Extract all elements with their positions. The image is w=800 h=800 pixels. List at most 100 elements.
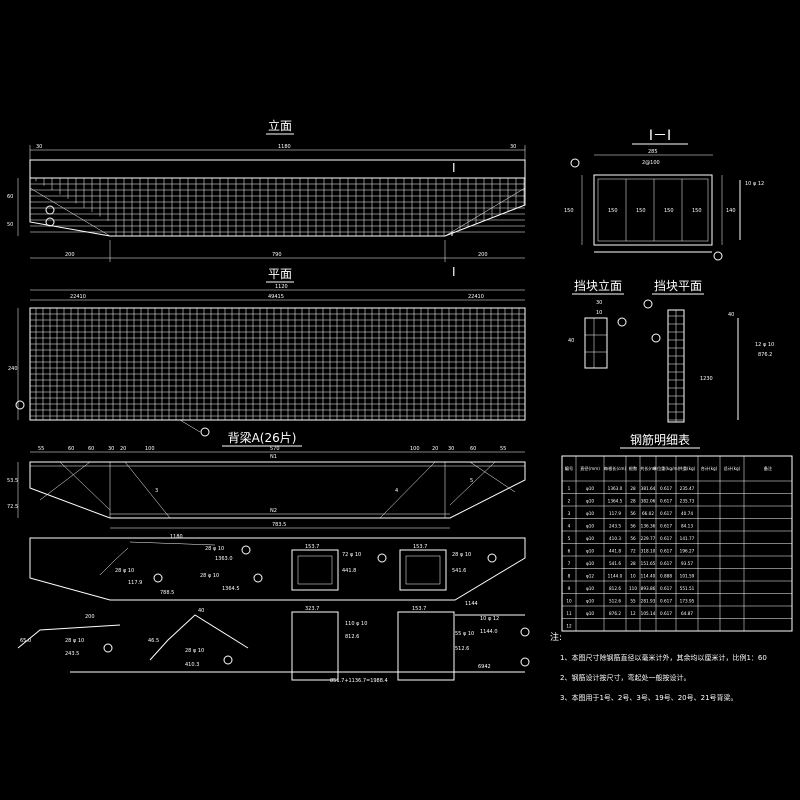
table-cell: 893.86	[641, 586, 656, 591]
box-d-len: 512.6	[455, 646, 469, 652]
table-cell: 381.64	[641, 486, 656, 491]
block-elev-d3: 40	[568, 338, 574, 344]
box-b-ref: 28 φ 10	[452, 552, 471, 558]
table-header: 每根长(cm)	[604, 465, 627, 472]
table-cell: 151.65	[641, 561, 656, 566]
block-elev-outline	[584, 317, 608, 369]
elevation-top-slab	[29, 159, 526, 179]
table-cell: 1144.0	[608, 574, 623, 579]
beam-left-h1: 53.5	[7, 478, 18, 484]
table-cell: 0.617	[660, 549, 672, 554]
table-cell: 0.617	[660, 486, 672, 491]
stirrup-box-c	[291, 611, 339, 681]
rebar-table: 钢筋明细表 编号直径(mm)每根长(cm)根数共长(m)单位重(kg/m)共重(…	[561, 432, 793, 632]
table-cell: 235.47	[680, 486, 695, 491]
bar4-dim1: 200	[85, 614, 95, 620]
beam-top-dim: 30	[448, 446, 454, 452]
table-cell: 0.888	[660, 574, 672, 579]
table-cell: 66.02	[642, 511, 654, 516]
stirrup-box-b	[399, 549, 447, 591]
beam-bar-4: 4	[395, 488, 398, 494]
table-body: 编号直径(mm)每根长(cm)根数共长(m)单位重(kg/m)共重(kg)合计(…	[561, 455, 793, 632]
section-cell-1: 150	[608, 208, 618, 214]
elev-bottom-right: 200	[478, 252, 488, 258]
table-cell: 0.617	[660, 586, 672, 591]
table-header: 合计(kg)	[701, 465, 718, 472]
beam-bar-n2: N2	[270, 508, 277, 514]
box-c-ref: 110 φ 10	[345, 621, 367, 627]
table-cell: 55	[630, 599, 636, 604]
section-title: I－I	[649, 128, 671, 144]
table-cell: 0.617	[660, 536, 672, 541]
box-d-ref: 55 φ 10	[455, 631, 474, 637]
box-b-len: 541.6	[452, 568, 466, 574]
beam-outline	[29, 461, 526, 519]
table-cell: 56	[630, 524, 636, 529]
table-cell: 93.57	[681, 561, 693, 566]
block-plan-len: 876.2	[758, 352, 772, 358]
table-cell: 410.3	[609, 536, 621, 541]
table-cell: 441.8	[609, 549, 621, 554]
bar8-len2: 1144.0	[480, 629, 498, 635]
notes: 注: 1、本图尺寸除钢筋直径以毫米计外，其余均以厘米计，比例1：60 2、钢筋设…	[550, 631, 767, 702]
beam-top-dim: 60	[470, 446, 476, 452]
bar2-len2: 1364.5	[222, 586, 240, 592]
plan-seg-mid: 49415	[268, 294, 284, 300]
table-cell: 3	[568, 511, 571, 516]
table-cell: 0.617	[660, 611, 672, 616]
table-header: 备注	[764, 465, 773, 472]
elevation-title: 立面	[268, 118, 292, 133]
table-cell: 235.73	[680, 499, 695, 504]
section-mark-top: I	[452, 161, 456, 175]
bar4-dim2: 65.0	[20, 638, 31, 644]
plan-outline	[29, 307, 526, 421]
plan-title: 平面	[268, 267, 292, 281]
table-cell: 0.617	[660, 599, 672, 604]
beam-top-dim: 60	[88, 446, 94, 452]
section-outline	[593, 174, 713, 246]
plan-seg-left: 22410	[70, 294, 86, 300]
table-cell: 64.87	[681, 611, 693, 616]
beam-top-dim: 30	[108, 446, 114, 452]
table-cell: 382.06	[641, 499, 656, 504]
beam-title: 背梁A(26片)	[228, 430, 297, 445]
table-cell: φ10	[586, 524, 594, 529]
elev-end-right-dim: 30	[510, 144, 516, 150]
plan-view: 平面 I 1120 22410 49415 22410 240	[8, 265, 526, 437]
table-cell: 28	[630, 561, 636, 566]
table-cell: 5	[568, 536, 571, 541]
section-cell-4: 150	[692, 208, 702, 214]
beam-bar-5: 5	[470, 478, 473, 484]
beam-left-h2: 72.5	[7, 504, 18, 510]
table-cell: φ12	[586, 574, 594, 579]
elevation-view: 立面 30 1180 30 I 60 50 200 790 200	[7, 118, 526, 262]
bar3-shape	[99, 547, 129, 576]
table-cell: 117.9	[609, 511, 621, 516]
block-elev-d1: 30	[596, 300, 602, 306]
table-cell: 1363.0	[608, 486, 623, 491]
table-cell: φ10	[586, 549, 594, 554]
table-cell: 173.95	[680, 599, 695, 604]
table-cell: φ10	[586, 536, 594, 541]
bar8-ref: 10 φ 12	[480, 616, 499, 622]
bar-shapes: 1180 28 φ 10 1363.0 28 φ 10 1364.5 788.5…	[17, 534, 530, 684]
plan-height-dim: 240	[8, 366, 18, 372]
plan-seg-right: 22410	[468, 294, 484, 300]
bar3-ref: 28 φ 10	[115, 568, 134, 574]
block-plan-mesh	[668, 310, 684, 422]
table-cell: 8	[568, 574, 571, 579]
block-elev-d2: 10	[596, 310, 602, 316]
table-cell: 812.6	[609, 586, 621, 591]
plan-overall-dim: 1120	[275, 284, 288, 290]
box-a-len: 441.8	[342, 568, 356, 574]
block-plan-d1: 40	[728, 312, 734, 318]
elev-end-left-dim: 30	[36, 144, 42, 150]
table-cell: 105.14	[641, 611, 656, 616]
box-a-w: 153.7	[305, 544, 319, 550]
table-cell: φ10	[586, 611, 594, 616]
table-cell: 101.59	[680, 574, 695, 579]
elev-height-top: 60	[7, 194, 13, 200]
